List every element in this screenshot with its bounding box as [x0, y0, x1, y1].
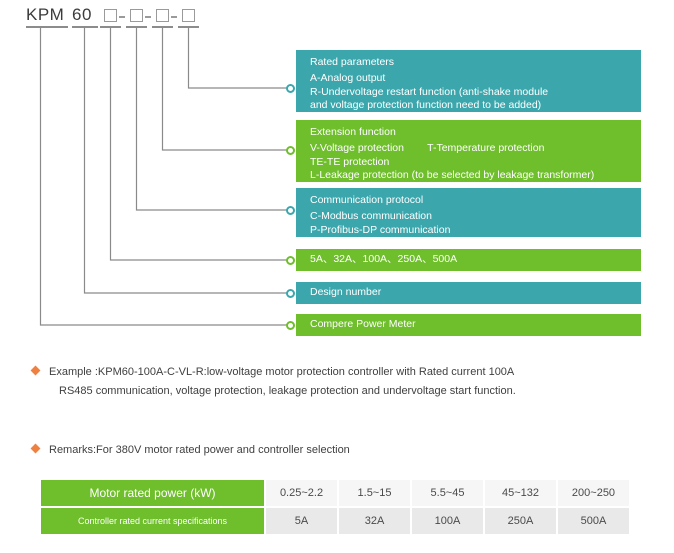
marker-current-ratings — [286, 255, 295, 265]
cell-controller-current-1: 5A — [266, 508, 339, 534]
model-slot-4 — [182, 9, 195, 22]
callout-title: Communication protocol — [310, 194, 424, 206]
model-dash-2 — [145, 16, 151, 18]
diamond-bullet-icon — [30, 365, 41, 376]
callout-line: R-Undervoltage restart function (anti-sh… — [310, 85, 549, 98]
model-slot-1-underline — [100, 26, 121, 28]
leader-line-design-number — [83, 27, 288, 294]
row-header-motor-rated-power: Motor rated power (kW) — [41, 480, 266, 508]
callout-line: A-Analog output — [310, 72, 386, 85]
marker-design-number — [286, 288, 295, 298]
cell-motor-power-4: 45~132 — [485, 480, 558, 508]
cell-motor-power-3: 5.5~45 — [412, 480, 485, 508]
callout-line: L-Leakage protection (to be selected by … — [310, 169, 595, 182]
note-line-1: Example :KPM60-100A-C-VL-R:low-voltage m… — [49, 366, 515, 378]
cell-motor-power-2: 1.5~15 — [339, 480, 412, 508]
note-remarks: Remarks:For 380V motor rated power and c… — [30, 441, 632, 460]
marker-extension-function — [286, 145, 295, 155]
note-line-2: RS485 communication, voltage protection,… — [59, 385, 516, 397]
cell-controller-current-3: 100A — [412, 508, 485, 534]
model-code-header: KPM 60 — [0, 0, 674, 32]
model-series-underline — [72, 26, 98, 28]
diamond-bullet-icon — [30, 443, 41, 454]
model-slot-2 — [130, 9, 143, 22]
table-row: Controller rated current specifications … — [41, 508, 629, 534]
callout-line: V-Voltage protection T-Temperature prote… — [310, 142, 545, 155]
model-series-label: 60 — [72, 5, 92, 24]
leader-line-communication-protocol — [135, 27, 288, 211]
cell-motor-power-5: 200~250 — [558, 480, 629, 508]
model-prefix-underline — [26, 26, 68, 28]
model-slot-1 — [104, 9, 117, 22]
spec-table: Motor rated power (kW) 0.25~2.2 1.5~15 5… — [41, 480, 629, 534]
marker-rated-parameters — [286, 83, 295, 93]
callout-title: Rated parameters — [310, 56, 395, 68]
marker-communication-protocol — [286, 205, 295, 215]
marker-compere-power-meter — [286, 320, 295, 330]
model-slot-2-underline — [126, 26, 147, 28]
leader-line-rated-parameters — [187, 27, 288, 89]
callout-compere-power-meter: Compere Power Meter — [296, 314, 641, 336]
callout-title: 5A、32A、100A、250A、500A — [310, 253, 458, 266]
callout-current-ratings: 5A、32A、100A、250A、500A — [296, 249, 641, 271]
cell-controller-current-5: 500A — [558, 508, 629, 534]
callout-line: C-Modbus communication — [310, 210, 432, 223]
model-slot-4-underline — [178, 26, 199, 28]
note-example: Example :KPM60-100A-C-VL-R:low-voltage m… — [30, 363, 632, 401]
callout-communication-protocol: Communication protocol C-Modbus communic… — [296, 188, 641, 237]
callout-extension-function: Extension function V-Voltage protection … — [296, 120, 641, 182]
leader-line-compere-power-meter — [39, 27, 288, 326]
leader-line-extension-function — [161, 27, 288, 151]
model-dash-1 — [119, 16, 125, 18]
model-dash-3 — [171, 16, 177, 18]
note-line-1: Remarks:For 380V motor rated power and c… — [49, 444, 350, 456]
cell-motor-power-1: 0.25~2.2 — [266, 480, 339, 508]
callout-title: Design number — [310, 286, 382, 299]
cell-controller-current-4: 250A — [485, 508, 558, 534]
note-body: Example :KPM60-100A-C-VL-R:low-voltage m… — [49, 363, 632, 401]
callout-rated-parameters: Rated parameters A-Analog output R-Under… — [296, 50, 641, 112]
callout-title: Extension function — [310, 126, 396, 138]
callout-title: Compere Power Meter — [310, 318, 416, 331]
callout-design-number: Design number — [296, 282, 641, 304]
row-header-controller-current: Controller rated current specifications — [41, 508, 266, 534]
callout-line: P-Profibus-DP communication — [310, 223, 451, 236]
callout-line: and voltage protection function need to … — [310, 99, 542, 112]
model-slot-3 — [156, 9, 169, 22]
note-body: Remarks:For 380V motor rated power and c… — [49, 441, 632, 460]
model-prefix-label: KPM — [26, 5, 65, 24]
leader-line-current-ratings — [109, 27, 288, 261]
cell-controller-current-2: 32A — [339, 508, 412, 534]
table-row: Motor rated power (kW) 0.25~2.2 1.5~15 5… — [41, 480, 629, 508]
callout-line: TE-TE protection — [310, 155, 390, 168]
model-slot-3-underline — [152, 26, 173, 28]
